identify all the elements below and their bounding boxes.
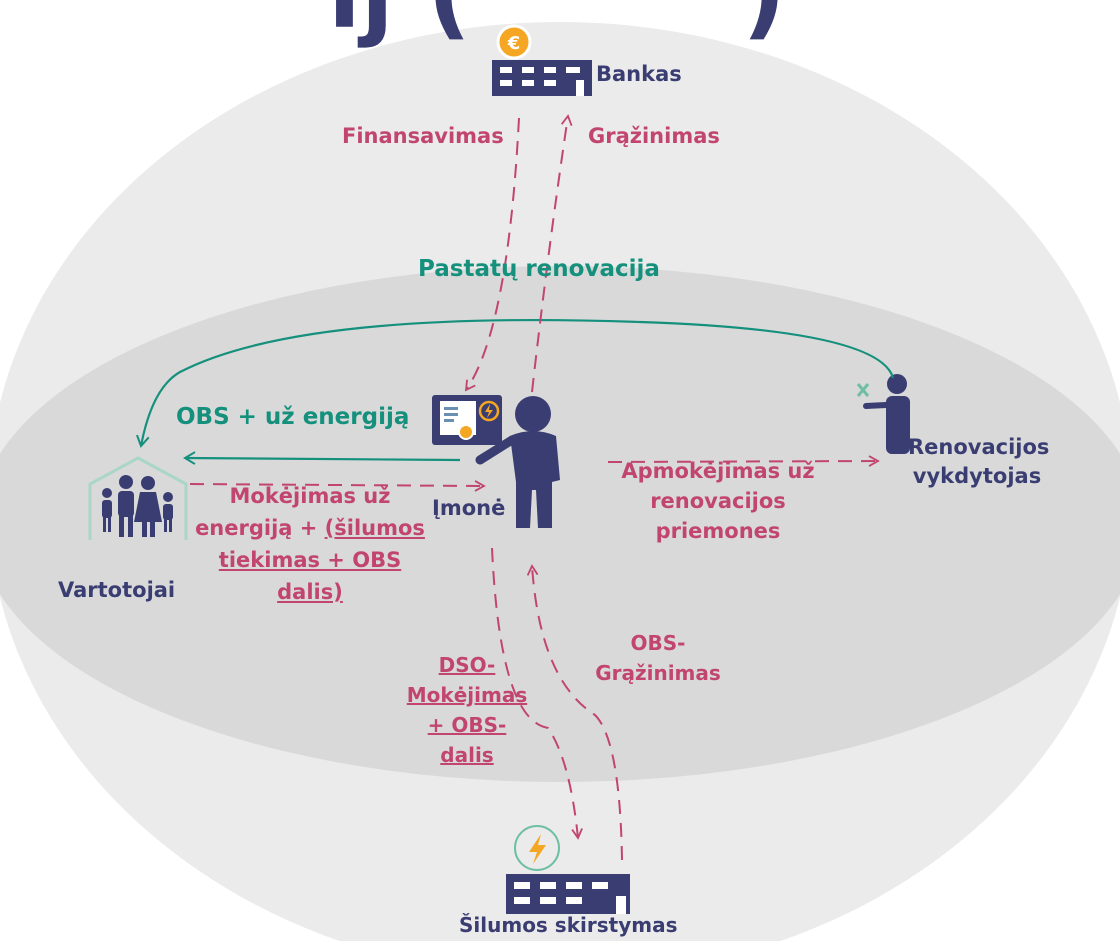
dso-line4: dalis: [440, 743, 494, 767]
renovation-label: Pastatų renovacija: [418, 256, 660, 282]
contractor-label-line1: Renovacijos: [908, 435, 1050, 459]
company-label: Įmonė: [432, 496, 506, 520]
contractor-label-line2: vykdytojas: [912, 464, 1042, 488]
obs-repayment-line1: OBS-: [630, 631, 686, 655]
consumer-payment-line2b: (šilumos: [324, 516, 425, 540]
inner-ellipse: [0, 266, 1120, 782]
obs-repayment-arrow: [526, 564, 623, 861]
heat-distribution-icon: [506, 825, 630, 914]
dso-line2: Mokėjimas: [406, 683, 528, 707]
contractor-payment-label: Apmokėjimas už renovacijos priemones: [600, 456, 836, 546]
contractor-icon: [856, 374, 910, 454]
title-fragment: ij (: [328, 0, 471, 42]
consumer-payment-line2: energiją + (šilumos: [182, 512, 438, 544]
heat-label: Šilumos skirstymas: [459, 913, 678, 937]
obs-repayment-label: OBS- Grąžinimas: [568, 628, 748, 688]
bank-label: Bankas: [596, 62, 682, 86]
consumer-payment-label: Mokėjimas už energiją + (šilumos tiekima…: [182, 480, 438, 608]
contractor-payment-line2: renovacijos: [650, 489, 786, 513]
bank-icon: €: [492, 24, 592, 96]
dso-line3: + OBS-: [427, 713, 507, 737]
consumer-payment-line1: Mokėjimas už: [229, 484, 391, 508]
dso-line1: DSO-: [438, 653, 496, 677]
financing-label: Finansavimas: [342, 124, 504, 148]
consumer-payment-line4: dalis): [277, 580, 343, 604]
contractor-payment-line3: priemones: [655, 519, 781, 543]
renovation-arrow: [136, 318, 895, 448]
consumer-payment-line2a: energiją +: [195, 516, 325, 540]
contractor-label: Renovacijos vykdytojas: [908, 433, 1050, 491]
company-icon: [432, 395, 560, 528]
consumers-icon: [88, 456, 188, 540]
title-fragment-right: ): [742, 0, 786, 42]
contractor-payment-line1: Apmokėjimas už: [621, 459, 815, 483]
obs-repayment-line2: Grąžinimas: [595, 661, 721, 685]
repayment-label: Grąžinimas: [588, 124, 720, 148]
obs-energy-label: OBS + už energiją: [176, 404, 410, 430]
financing-arrow: [464, 117, 520, 392]
obs-energy-arrow: [183, 451, 461, 465]
consumer-payment-line3: tiekimas + OBS: [218, 548, 402, 572]
dso-payment-arrow: [491, 547, 583, 840]
svg-text:€: €: [507, 33, 521, 54]
dso-payment-label: DSO- Mokėjimas + OBS- dalis: [400, 650, 534, 770]
consumers-label: Vartotojai: [58, 578, 176, 602]
repayment-arrow: [531, 114, 573, 393]
consumer-payment-arrow: [189, 480, 486, 492]
